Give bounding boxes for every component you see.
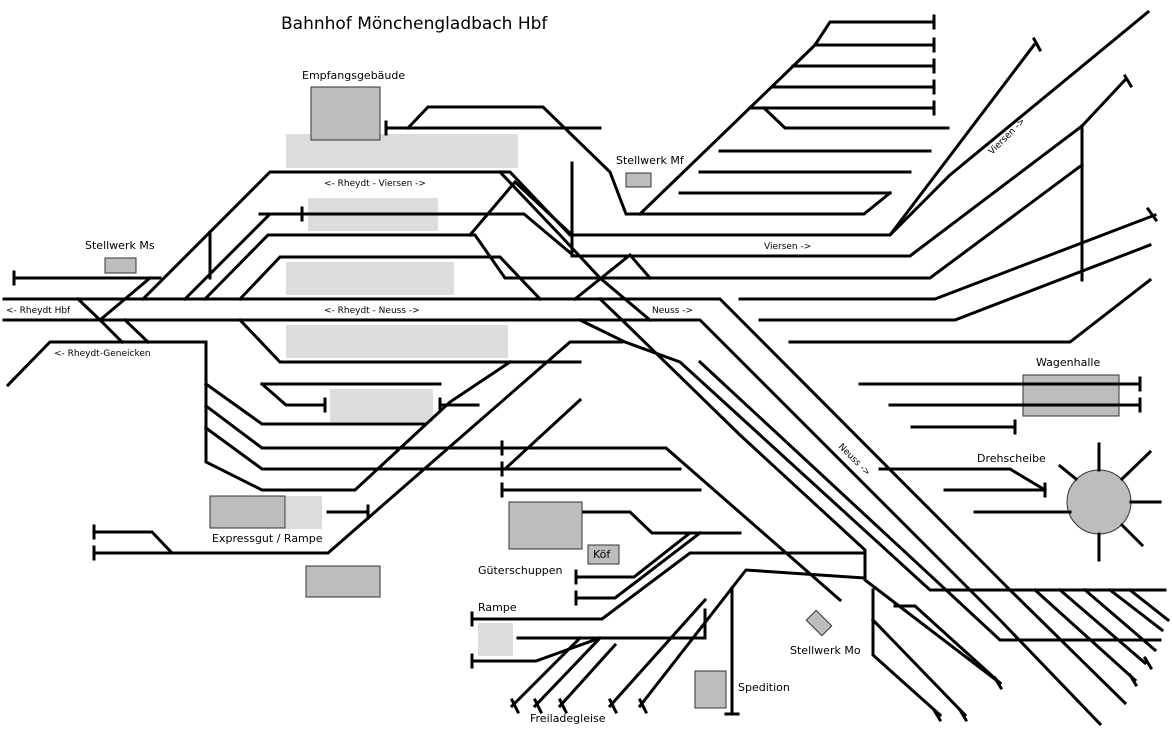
- direction-rheydt-neuss: <- Rheydt - Neuss ->: [324, 306, 420, 316]
- lower-left-building: [305, 565, 381, 598]
- se-fan-8: [1127, 587, 1171, 623]
- se-fan-2: [870, 617, 968, 718]
- empfangsgebaeude-building: [310, 86, 381, 141]
- direction-viersen-ne: Viersen ->: [987, 117, 1028, 158]
- se-fan-3: [893, 604, 1003, 686]
- stellwerk-ms-label: Stellwerk Ms: [85, 239, 155, 252]
- freiladegleise-label: Freiladegleise: [530, 712, 606, 725]
- stellwerk-mo-label: Stellwerk Mo: [790, 644, 861, 657]
- direction-rheydt-geneicken: <- Rheydt-Geneicken: [54, 349, 151, 359]
- drehscheibe-label: Drehscheibe: [977, 452, 1046, 465]
- rampe-platform: [478, 623, 513, 656]
- platform-3: [286, 262, 454, 295]
- turntable-spokes: [1057, 442, 1162, 562]
- frei-track-4: [607, 597, 708, 709]
- frei-track-3: [557, 642, 618, 709]
- lower-left-track-5: [259, 381, 327, 407]
- left-crossover-3: [122, 317, 151, 345]
- frei-track-5: [637, 568, 867, 709]
- se-fan-1: [871, 588, 943, 718]
- direction-rheydt-viersen: <- Rheydt - Viersen ->: [324, 179, 426, 189]
- rampe-label: Rampe: [478, 601, 517, 614]
- empfangsgebaeude-label: Empfangsgebäude: [302, 69, 405, 82]
- wagenhalle-label: Wagenhalle: [1036, 356, 1100, 369]
- stellwerk-mf-label: Stellwerk Mf: [616, 154, 685, 167]
- gueter-track-5: [574, 531, 742, 579]
- stellwerk-ms-building: [104, 257, 137, 274]
- main-line-upper: [2, 297, 1128, 706]
- track-mid-curve-2: [572, 252, 653, 302]
- platform-4: [286, 325, 508, 358]
- frei-track-1: [509, 635, 583, 709]
- lower-left-curve-4: [203, 397, 583, 471]
- se-fan-4: [1032, 587, 1138, 683]
- frei-track-2: [532, 635, 603, 709]
- direction-neuss-mid: Neuss ->: [652, 306, 693, 316]
- lower-left-curve-2: [203, 381, 426, 426]
- right-track-b: [758, 243, 1152, 322]
- gueter-track-6: [574, 530, 703, 600]
- stellwerk-mo-building: [805, 609, 833, 637]
- ne-curve: [637, 20, 936, 217]
- direction-rheydt-hbf: <- Rheydt Hbf: [6, 306, 71, 316]
- neuss-line-3: [697, 359, 1162, 642]
- track-5: [237, 317, 582, 364]
- platform-5: [330, 389, 433, 422]
- track-viersen-3: [467, 179, 575, 238]
- rheydt-geneicken-line: [5, 340, 207, 388]
- page-title: Bahnhof Mönchengladbach Hbf: [281, 14, 548, 34]
- koef-building: [587, 544, 620, 565]
- right-track-c: [788, 277, 1153, 344]
- buildings: [104, 86, 1132, 709]
- rampe-track-1: [470, 551, 867, 621]
- lower-left-curve-3: [203, 403, 502, 450]
- spedition-building: [694, 670, 727, 709]
- right-track-a: [738, 213, 1157, 301]
- gueter-track-1: [500, 446, 843, 603]
- se-fan-6: [1082, 587, 1158, 653]
- se-fan-5: [1057, 587, 1148, 666]
- ne-long-1: [658, 42, 1037, 237]
- expressgut-label: Expressgut / Rampe: [212, 532, 323, 545]
- drehscheibe-track-1: [878, 467, 1048, 493]
- buffer-stops: [12, 14, 1159, 723]
- koef-label: Köf: [593, 548, 611, 561]
- track-4: [237, 255, 543, 302]
- spedition-label: Spedition: [738, 681, 790, 694]
- ne-track-5: [761, 105, 950, 130]
- lower-left-curve-1: [204, 340, 513, 492]
- se-fan-7: [1107, 587, 1165, 633]
- gueterschuppen-label: Güterschuppen: [478, 564, 563, 577]
- direction-viersen-mid: Viersen ->: [764, 242, 811, 252]
- gueter-track-4: [582, 510, 702, 535]
- expressgut-platform: [286, 496, 322, 529]
- neuss-line-1: [597, 296, 1003, 686]
- track-top-loop: [405, 105, 893, 216]
- neuss-line-2: [577, 317, 1167, 592]
- gueterschuppen-building: [508, 501, 583, 550]
- main-line-lower: [2, 318, 1103, 727]
- tracks: [2, 9, 1171, 727]
- wagenhalle-building: [1022, 374, 1120, 417]
- expressgut-building: [209, 495, 286, 529]
- stellwerk-mf-building: [625, 172, 652, 188]
- lower-siding-1: [92, 340, 624, 555]
- left-crossover-2: [97, 275, 153, 323]
- track-mid-curve: [497, 169, 653, 323]
